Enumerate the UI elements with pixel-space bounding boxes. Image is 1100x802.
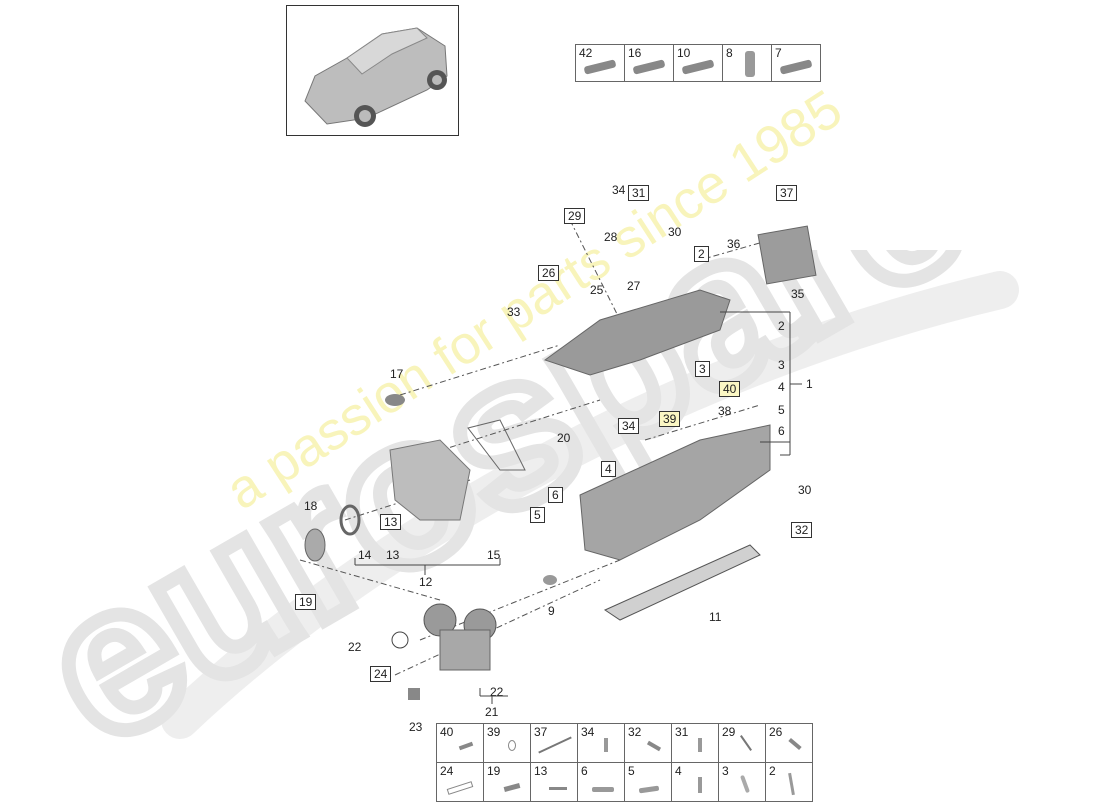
- fastener-cell[interactable]: 34: [577, 723, 625, 763]
- screw-icon: [604, 738, 608, 752]
- materials-table: 42 16 10 8 7: [575, 44, 821, 82]
- fastener-cell[interactable]: 37: [530, 723, 578, 763]
- pin-icon: [740, 735, 752, 751]
- fastener-cell[interactable]: 32: [624, 723, 672, 763]
- spray-can-icon: [745, 51, 755, 77]
- callout-30[interactable]: 30: [798, 483, 812, 497]
- svg-text:eurospares: eurospares: [60, 250, 1060, 770]
- callout-9[interactable]: 9: [548, 604, 555, 618]
- long-bolt-icon: [538, 736, 572, 754]
- boxed-callout-4[interactable]: 4: [601, 461, 616, 477]
- fasteners-table: 40 39 37 34 32 31 29 26 24 19 13 6 5 4 3…: [436, 723, 813, 802]
- callout-13[interactable]: 13: [386, 548, 400, 562]
- boxed-callout-19[interactable]: 19: [295, 594, 317, 610]
- material-cell[interactable]: 16: [624, 44, 674, 82]
- callout-22[interactable]: 22: [490, 685, 504, 699]
- callout-33[interactable]: 33: [507, 305, 521, 319]
- boxed-callout-26[interactable]: 26: [538, 265, 560, 281]
- callout-18[interactable]: 18: [304, 499, 318, 513]
- o-ring-icon: [508, 740, 516, 751]
- screw-icon: [698, 777, 702, 793]
- boxed-callout-32[interactable]: 32: [791, 522, 813, 538]
- bolt-icon: [503, 783, 521, 792]
- callout-22[interactable]: 22: [348, 640, 362, 654]
- bolt-icon: [458, 741, 474, 751]
- fastener-cell[interactable]: 39: [483, 723, 531, 763]
- fastener-cell[interactable]: 3: [718, 762, 766, 802]
- boxed-callout-37[interactable]: 37: [776, 185, 798, 201]
- boxed-callout-39[interactable]: 39: [659, 411, 681, 427]
- fastener-cell[interactable]: 19: [483, 762, 531, 802]
- callout-21[interactable]: 21: [485, 705, 499, 719]
- stud-icon: [592, 787, 614, 792]
- stud-icon: [638, 785, 660, 794]
- fastener-cell[interactable]: 13: [530, 762, 578, 802]
- callout-25[interactable]: 25: [590, 283, 604, 297]
- fasteners-row-2: 24 19 13 6 5 4 3 2: [436, 762, 813, 802]
- callout-1[interactable]: 1: [806, 377, 813, 391]
- material-cell[interactable]: 42: [575, 44, 625, 82]
- fastener-cell[interactable]: 6: [577, 762, 625, 802]
- boxed-callout-24[interactable]: 24: [370, 666, 392, 682]
- callout-30[interactable]: 30: [668, 225, 682, 239]
- callout-38[interactable]: 38: [718, 404, 732, 418]
- fastener-cell[interactable]: 29: [718, 723, 766, 763]
- boxed-callout-31[interactable]: 31: [628, 185, 650, 201]
- boxed-callout-3[interactable]: 3: [695, 361, 710, 377]
- material-cell[interactable]: 8: [722, 44, 772, 82]
- bracket-member-2[interactable]: 2: [778, 319, 785, 333]
- screw-icon: [698, 738, 702, 752]
- fastener-cell[interactable]: 26: [765, 723, 813, 763]
- callout-36[interactable]: 36: [727, 237, 741, 251]
- sealant-tube-icon: [583, 59, 617, 75]
- sealant-tube-icon: [681, 59, 715, 75]
- watermark-logo: eurospares: [60, 250, 1060, 770]
- bolt-icon: [788, 737, 802, 751]
- fastener-cell[interactable]: 31: [671, 723, 719, 763]
- callout-20[interactable]: 20: [557, 431, 571, 445]
- bracket-member-5[interactable]: 5: [778, 403, 785, 417]
- boxed-callout-2[interactable]: 2: [694, 246, 709, 262]
- fastener-cell[interactable]: 2: [765, 762, 813, 802]
- callout-15[interactable]: 15: [487, 548, 501, 562]
- callout-12[interactable]: 12: [419, 575, 433, 589]
- material-cell[interactable]: 7: [771, 44, 821, 82]
- dowel-icon: [740, 774, 750, 794]
- fasteners-row-1: 40 39 37 34 32 31 29 26: [436, 723, 813, 763]
- bracket-member-3[interactable]: 3: [778, 358, 785, 372]
- fastener-cell[interactable]: 40: [436, 723, 484, 763]
- bolt-icon: [788, 772, 795, 796]
- boxed-callout-40[interactable]: 40: [719, 381, 741, 397]
- callout-17[interactable]: 17: [390, 367, 404, 381]
- callout-34[interactable]: 34: [612, 183, 626, 197]
- boxed-callout-34[interactable]: 34: [618, 418, 640, 434]
- sealant-tube-icon: [779, 59, 813, 75]
- callout-35[interactable]: 35: [791, 287, 805, 301]
- fastener-cell[interactable]: 4: [671, 762, 719, 802]
- boxed-callout-29[interactable]: 29: [564, 208, 586, 224]
- banjo-bolt-icon: [446, 781, 474, 795]
- suv-icon: [304, 27, 448, 127]
- boxed-callout-5[interactable]: 5: [530, 507, 545, 523]
- callout-11[interactable]: 11: [709, 610, 722, 624]
- bolt-icon: [549, 787, 567, 790]
- vehicle-thumbnail: [286, 5, 459, 136]
- callout-27[interactable]: 27: [627, 279, 641, 293]
- sealant-tube-icon: [632, 59, 666, 75]
- bolt-icon: [646, 740, 662, 752]
- boxed-callout-6[interactable]: 6: [548, 487, 563, 503]
- fastener-cell[interactable]: 5: [624, 762, 672, 802]
- callout-14[interactable]: 14: [358, 548, 372, 562]
- boxed-callout-13[interactable]: 13: [380, 514, 402, 530]
- bracket-member-4[interactable]: 4: [778, 380, 785, 394]
- callout-28[interactable]: 28: [604, 230, 618, 244]
- watermark-tagline: a passion for parts since 1985: [215, 78, 853, 522]
- fastener-cell[interactable]: 24: [436, 762, 484, 802]
- bracket-member-6[interactable]: 6: [778, 424, 785, 438]
- material-cell[interactable]: 10: [673, 44, 723, 82]
- callout-23[interactable]: 23: [409, 720, 423, 734]
